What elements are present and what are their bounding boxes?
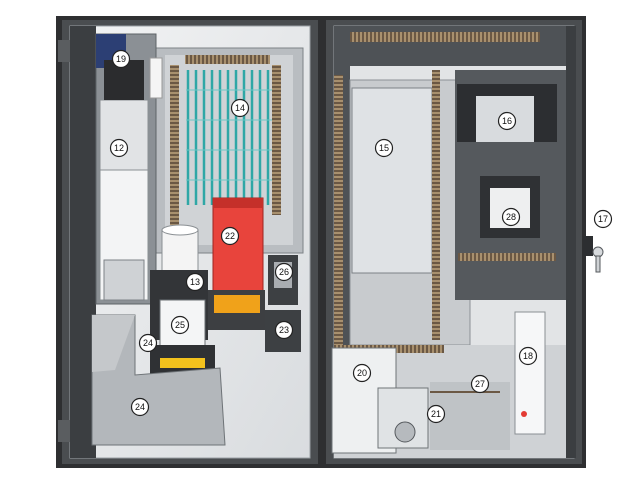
- right-cabinet: [320, 16, 604, 468]
- callout-26: 26: [274, 262, 294, 282]
- svg-text:13: 13: [190, 277, 200, 287]
- svg-text:15: 15: [379, 143, 389, 153]
- svg-text:28: 28: [506, 212, 516, 222]
- callout-24-bottom: 24: [130, 397, 150, 417]
- left-cabinet: [56, 16, 322, 468]
- heatsink-fins: [186, 70, 272, 205]
- callout-15: 15: [374, 138, 394, 158]
- svg-text:26: 26: [279, 267, 289, 277]
- callout-23: 23: [274, 320, 294, 340]
- svg-text:22: 22: [225, 231, 235, 241]
- svg-text:19: 19: [116, 54, 126, 64]
- callout-22: 22: [220, 226, 240, 246]
- callout-12: 12: [109, 138, 129, 158]
- callout-16: 16: [497, 111, 517, 131]
- callout-24-top: 24: [138, 333, 158, 353]
- callout-18: 18: [518, 346, 538, 366]
- callout-28: 28: [501, 207, 521, 227]
- callout-14: 14: [230, 98, 250, 118]
- svg-text:16: 16: [502, 116, 512, 126]
- callout-21: 21: [426, 404, 446, 424]
- callout-13: 13: [185, 272, 205, 292]
- svg-text:27: 27: [475, 379, 485, 389]
- svg-text:25: 25: [175, 320, 185, 330]
- svg-text:14: 14: [235, 103, 245, 113]
- svg-text:24: 24: [143, 338, 153, 348]
- callout-20: 20: [352, 363, 372, 383]
- svg-text:23: 23: [279, 325, 289, 335]
- callout-19: 19: [111, 49, 131, 69]
- svg-text:24: 24: [135, 402, 145, 412]
- callout-25: 25: [170, 315, 190, 335]
- callout-27: 27: [470, 374, 490, 394]
- svg-text:21: 21: [431, 409, 441, 419]
- svg-text:20: 20: [357, 368, 367, 378]
- svg-text:12: 12: [114, 143, 124, 153]
- callout-17: 17: [593, 209, 613, 229]
- svg-text:17: 17: [598, 214, 608, 224]
- svg-text:18: 18: [523, 351, 533, 361]
